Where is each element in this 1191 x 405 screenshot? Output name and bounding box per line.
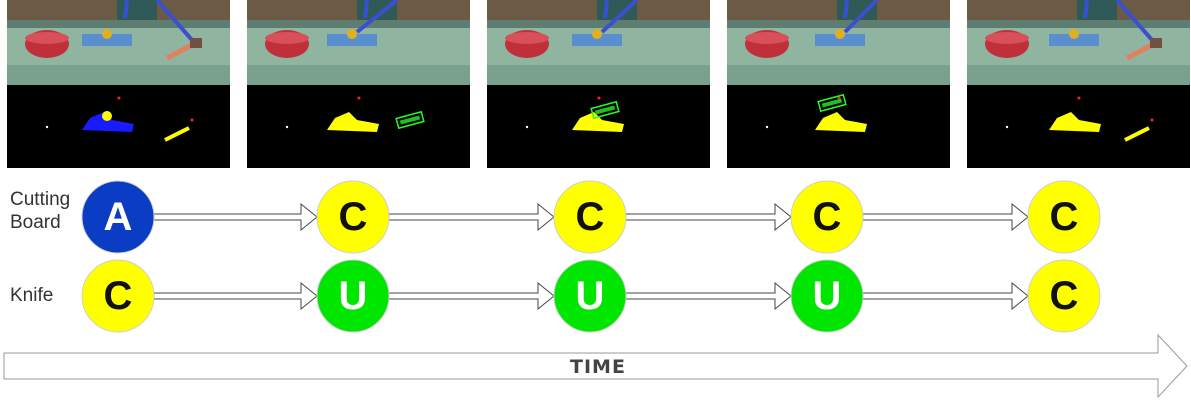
state-label: U — [339, 274, 368, 318]
transition-arrow-r1-4 — [862, 202, 1029, 232]
state-node-r1-c1: A — [81, 180, 155, 254]
state-label: C — [339, 195, 368, 239]
state-label: A — [104, 195, 133, 239]
state-label: C — [1050, 195, 1079, 239]
state-node-r1-c3: C — [553, 180, 627, 254]
state-node-r2-c1: C — [81, 259, 155, 333]
video-frame-3 — [487, 0, 710, 168]
video-frame-2 — [247, 0, 470, 168]
state-label: C — [104, 274, 133, 318]
state-node-r1-c5: C — [1027, 180, 1101, 254]
video-frame-4 — [727, 0, 950, 168]
video-frame-1 — [7, 0, 230, 168]
transition-arrow-r2-2 — [388, 281, 555, 311]
state-node-r1-c4: C — [790, 180, 864, 254]
transition-arrow-r1-1 — [153, 202, 318, 232]
state-node-r1-c2: C — [316, 180, 390, 254]
state-node-r2-c2: U — [316, 259, 390, 333]
transition-arrow-r2-4 — [862, 281, 1029, 311]
time-label: TIME — [570, 356, 626, 378]
state-label: C — [1050, 274, 1079, 318]
transition-arrow-r2-1 — [153, 281, 318, 311]
transition-arrow-r2-3 — [625, 281, 792, 311]
video-frame-5 — [967, 0, 1190, 168]
state-node-r2-c4: U — [790, 259, 864, 333]
state-node-r2-c3: U — [553, 259, 627, 333]
time-arrow: TIME — [3, 333, 1188, 399]
transition-arrow-r1-3 — [625, 202, 792, 232]
row-label-cutting-board: Cutting Board — [10, 188, 70, 234]
state-label: U — [576, 274, 605, 318]
state-label: C — [576, 195, 605, 239]
row-label-knife-line1: Knife — [10, 285, 54, 306]
row-label-cutting-board-line1: Cutting — [10, 189, 71, 210]
state-label: U — [813, 274, 842, 318]
state-node-r2-c5: C — [1027, 259, 1101, 333]
row-label-knife: Knife — [10, 284, 53, 307]
state-label: C — [813, 195, 842, 239]
row-label-cutting-board-line2: Board — [10, 212, 61, 233]
transition-arrow-r1-2 — [388, 202, 555, 232]
